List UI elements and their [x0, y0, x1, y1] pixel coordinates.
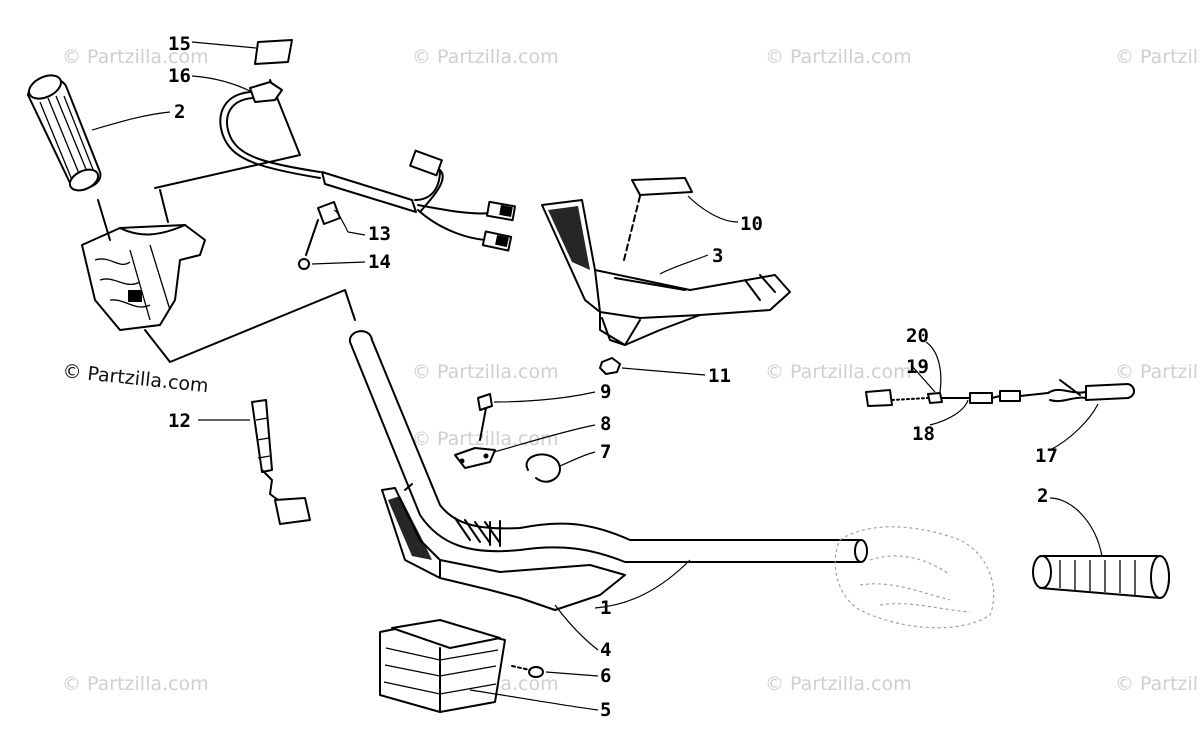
part-19-20-connector: [865, 389, 943, 407]
watermark: © Partzilla.com: [412, 428, 559, 450]
callout-4: 4: [600, 639, 611, 661]
watermark: © Partzilla.com: [62, 46, 209, 68]
callout-labels: 15 16 2 13 14 12 10 3 11 9 8 7 1 4 6 5 2…: [168, 33, 1058, 721]
part-16-switch-harness: [219, 81, 321, 179]
callout-6: 6: [600, 665, 611, 687]
callout-20: 20: [906, 325, 929, 347]
right-control-housing: [834, 526, 995, 629]
callout-2-right: 2: [1037, 485, 1048, 507]
watermark: © Partzilla.com: [1115, 46, 1200, 68]
callout-17: 17: [1035, 445, 1058, 467]
part-11-nut: [599, 357, 621, 375]
watermark: © Partzilla.com: [62, 673, 209, 695]
wiring-harness: [321, 149, 517, 252]
callout-16: 16: [168, 65, 191, 87]
watermark: © Partzilla.com: [765, 361, 912, 383]
part-4-bracket: [381, 483, 626, 611]
callout-1: 1: [600, 597, 611, 619]
leader-lines: [91, 41, 1103, 711]
part-10-insert: [623, 177, 693, 261]
callout-8: 8: [600, 413, 611, 435]
watermark-layer: © Partzilla.com © Partzilla.com © Partzi…: [61, 46, 1200, 695]
part-3-pad: [541, 199, 791, 346]
throttle-housing: [81, 224, 206, 331]
callout-7: 7: [600, 441, 611, 463]
watermark: © Partzilla.com: [412, 361, 559, 383]
callout-2-left: 2: [174, 101, 185, 123]
grip-right: [1032, 555, 1170, 599]
callout-11: 11: [708, 365, 731, 387]
callout-14: 14: [368, 251, 391, 273]
part-15-cover: [254, 39, 293, 65]
part-8-plate: [454, 447, 496, 469]
watermark: © Partzilla.com: [765, 46, 912, 68]
part-12-switch: [251, 399, 311, 525]
watermark: © Partzilla.com: [1115, 361, 1200, 383]
grip-left: [27, 74, 102, 192]
callout-18: 18: [912, 423, 935, 445]
watermark: © Partzilla.com: [1115, 673, 1200, 695]
part-17-heater-plug: [1047, 379, 1135, 403]
watermark: © Partzilla.com: [412, 46, 559, 68]
callout-13: 13: [368, 223, 391, 245]
watermark-prominent: © Partzilla.com: [61, 360, 209, 397]
callout-15: 15: [168, 33, 191, 55]
callout-12: 12: [168, 410, 191, 432]
part-13-clip: [305, 201, 341, 256]
handlebar: [348, 330, 868, 563]
callout-9: 9: [600, 381, 611, 403]
watermark: © Partzilla.com: [765, 673, 912, 695]
part-9-bolt: [477, 393, 493, 441]
part-6-screw: [511, 665, 544, 678]
callout-5: 5: [600, 699, 611, 721]
part-18-wire: [941, 390, 1049, 404]
part-5-block: [379, 619, 506, 713]
callout-19: 19: [906, 356, 929, 378]
callout-3: 3: [712, 245, 723, 267]
callout-10: 10: [740, 213, 763, 235]
part-7-clamp: [525, 453, 561, 483]
part-14-screw: [298, 258, 310, 270]
